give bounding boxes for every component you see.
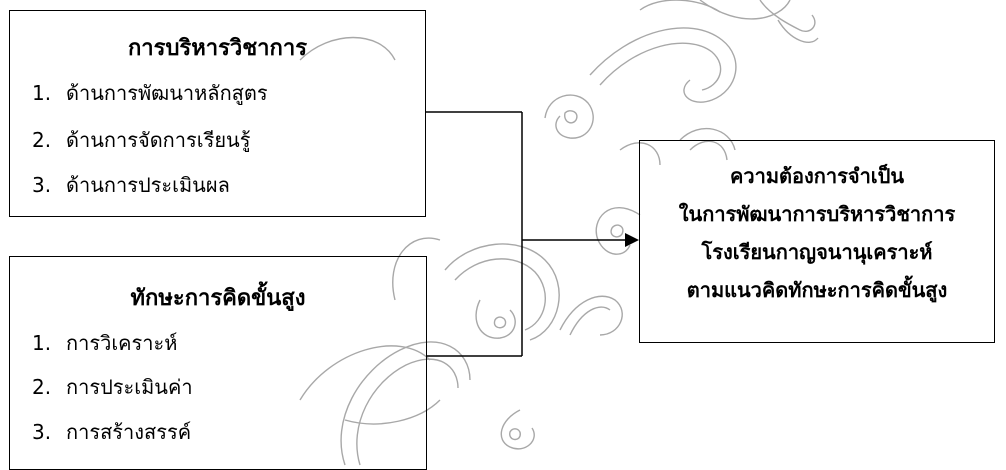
item-number: 1. [32, 81, 52, 105]
item-number: 3. [32, 420, 52, 444]
needs-assessment-title: ความต้องการจำเป็น ในการพัฒนาการบริหารวิช… [640, 157, 994, 309]
thinking-item-2: 2. การประเมินค่า [32, 375, 193, 399]
thinking-item-3: 3. การสร้างสรรค์ [32, 420, 191, 444]
item-number: 2. [32, 128, 52, 152]
needs-assessment-box: ความต้องการจำเป็น ในการพัฒนาการบริหารวิช… [639, 140, 995, 343]
item-text: การประเมินค่า [66, 375, 193, 399]
arrow-head [625, 233, 639, 247]
result-line-1: ความต้องการจำเป็น [729, 164, 905, 188]
higher-order-thinking-box: ทักษะการคิดขั้นสูง 1. การวิเคราะห์ 2. การป… [9, 256, 427, 470]
item-number: 2. [32, 375, 52, 399]
item-number: 1. [32, 331, 52, 355]
academic-management-box: การบริหารวิชาการ 1.ด้านการพัฒนาหลักสูตร … [9, 10, 426, 217]
result-line-2: ในการพัฒนาการบริหารวิชาการ [678, 202, 956, 226]
higher-order-thinking-title: ทักษะการคิดขั้นสูง [130, 286, 306, 311]
result-line-4: ตามแนวคิดทักษะการคิดขั้นสูง [686, 278, 948, 302]
academic-management-title: การบริหารวิชาการ [127, 36, 308, 61]
academic-item-3: 3. ด้านการประเมินผล [32, 173, 230, 197]
item-number: 3. [32, 173, 52, 197]
academic-item-2: 2. ด้านการจัดการเรียนรู้ [32, 128, 250, 152]
academic-item-1: 1. ด้านการพัฒนาหลักสูตร [32, 81, 268, 105]
item-text: ด้านการพัฒนาหลักสูตร [66, 81, 268, 105]
item-text: การวิเคราะห์ [66, 331, 178, 355]
item-text: ด้านการประเมินผล [66, 173, 230, 197]
result-line-3: โรงเรียนกาญจนานุเคราะห์ [701, 240, 933, 264]
item-text: ด้านการจัดการเรียนรู้ [66, 128, 251, 152]
item-text: การสร้างสรรค์ [66, 420, 192, 444]
thinking-item-1: 1. การวิเคราะห์ [32, 331, 177, 355]
